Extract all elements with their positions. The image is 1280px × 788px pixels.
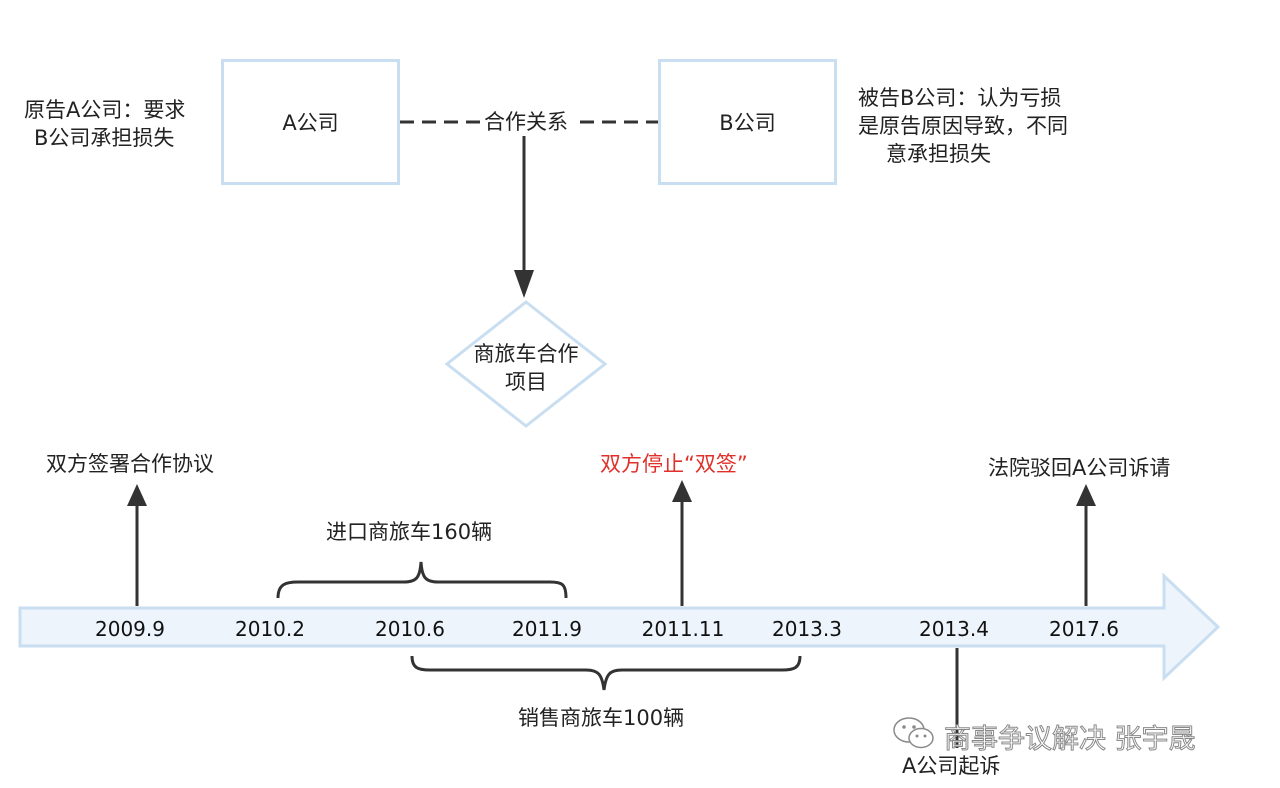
date-label: 2011.9 [512, 617, 582, 641]
company-b-label: B公司 [719, 111, 776, 135]
company-b-box: B公司 [658, 59, 837, 185]
sales-brace [410, 655, 802, 691]
plaintiff-note-line-2: B公司承担损失 [34, 126, 175, 150]
timeline-arrow [18, 572, 1221, 682]
date-label: 2017.6 [1049, 617, 1119, 641]
date-label: 2009.9 [95, 617, 165, 641]
date-label: 2010.2 [235, 617, 305, 641]
range-sales-label: 销售商旅车100辆 [518, 706, 685, 730]
watermark: 商事争议解决 张宇晟 [892, 716, 1196, 757]
date-label: 2013.4 [919, 617, 989, 641]
plaintiff-note-line-1: 原告A公司：要求 [24, 98, 186, 122]
watermark-text: 商事争议解决 张宇晟 [944, 724, 1197, 756]
range-import-label: 进口商旅车160辆 [326, 520, 493, 544]
wechat-icon [892, 716, 936, 757]
defendant-note-line-2: 是原告原因导致，不同 [858, 114, 1068, 138]
company-a-box: A公司 [221, 59, 400, 185]
date-label: 2013.3 [772, 617, 842, 641]
dismiss-arrow-head [1076, 484, 1096, 506]
relation-label: 合作关系 [484, 110, 568, 134]
sign-arrow-head [127, 484, 147, 506]
project-label-line-2: 项目 [505, 370, 547, 394]
project-diamond [444, 300, 608, 428]
project-arrow-head [514, 270, 534, 298]
import-brace [276, 561, 568, 599]
event-a-sues: A公司起诉 [902, 754, 1001, 778]
event-court-dismiss: 法院驳回A公司诉请 [988, 456, 1171, 480]
project-label-line-1: 商旅车合作 [473, 342, 579, 366]
date-label: 2010.6 [375, 617, 445, 641]
defendant-note-line-1: 被告B公司：认为亏损 [858, 86, 1062, 110]
stop-arrow-head [672, 480, 692, 502]
event-sign-agreement: 双方签署合作协议 [46, 452, 214, 476]
date-label: 2011.11 [641, 617, 725, 641]
event-stop-double-sign: 双方停止“双签” [600, 452, 748, 476]
company-a-label: A公司 [282, 111, 339, 135]
defendant-note-line-3: 意承担损失 [886, 142, 991, 166]
